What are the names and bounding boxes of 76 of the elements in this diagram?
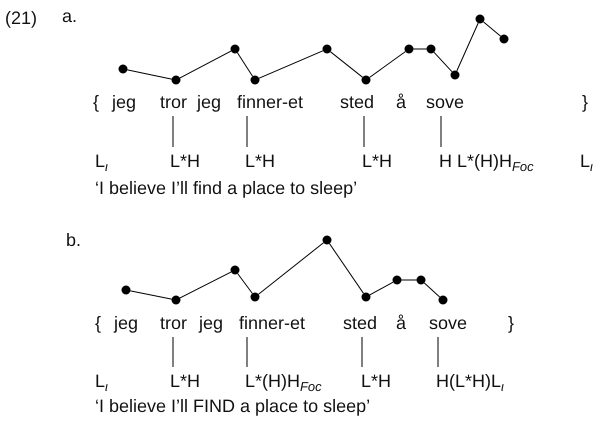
pitch-contour-line — [413, 48, 427, 50]
word: sted — [343, 313, 378, 333]
sub-example-letter: b. — [66, 230, 82, 250]
association-line — [246, 116, 248, 148]
sub-example-letter: a. — [62, 6, 78, 26]
association-line — [440, 116, 442, 148]
tone-label: L*H — [361, 371, 392, 391]
word: tror — [160, 313, 187, 333]
pitch-contour-line — [369, 282, 394, 296]
pitch-point — [250, 76, 260, 84]
pitch-point — [450, 70, 460, 80]
word: å — [396, 313, 406, 333]
brace: } — [582, 92, 588, 112]
pitch-point — [122, 286, 130, 294]
word: sove — [429, 313, 468, 333]
gloss: ‘I believe I’ll find a place to sleep’ — [95, 178, 358, 198]
pitch-contour-line — [329, 243, 364, 294]
pitch-point — [426, 44, 436, 54]
pitch-contour-line — [456, 22, 479, 72]
tone-label: L*(H)H$_{Foc}$ — [245, 371, 322, 391]
word: tror — [160, 92, 187, 112]
association-line — [172, 336, 174, 368]
pitch-point — [172, 296, 180, 304]
pitch-point — [362, 76, 370, 84]
tone-label: L*H — [362, 151, 392, 171]
pitch-point — [500, 34, 508, 44]
pitch-contour-line — [258, 50, 324, 79]
pitch-contour-line — [180, 272, 232, 298]
pitch-contour-line — [126, 69, 172, 80]
pitch-contour-line — [236, 52, 254, 77]
word: jeg — [112, 92, 136, 112]
word: jeg — [199, 313, 224, 333]
brace: { — [95, 313, 102, 333]
tone-label: L*H — [170, 151, 200, 171]
word: å — [396, 92, 406, 112]
brace: { — [93, 92, 100, 112]
tone-label: L*H — [245, 151, 276, 171]
pitch-contour-line — [130, 290, 172, 300]
pitch-point — [118, 64, 128, 74]
tone-label: H(L*H)L$_{ι}$ — [436, 371, 504, 391]
pitch-point — [230, 266, 240, 274]
word: finner-et — [239, 313, 306, 333]
pitch-point — [392, 276, 402, 284]
word: jeg — [197, 92, 222, 112]
word: sove — [426, 92, 464, 112]
pitch-contour-line — [258, 242, 324, 295]
pitch-point — [250, 292, 260, 302]
pitch-point — [438, 296, 448, 304]
pitch-point — [322, 236, 332, 244]
pitch-point — [476, 14, 484, 24]
pitch-point — [362, 292, 370, 302]
pitch-contour-line — [424, 282, 440, 298]
pitch-contour-line — [179, 50, 232, 78]
association-line — [246, 336, 248, 368]
example-number: (21) — [5, 8, 38, 28]
pitch-contour-line — [369, 51, 406, 78]
pitch-contour-line — [330, 51, 363, 78]
pitch-point — [404, 44, 414, 54]
pitch-contour-line — [237, 273, 253, 294]
pitch-point — [230, 44, 240, 54]
tone-label: L*H — [170, 371, 200, 391]
pitch-contour-line — [482, 21, 502, 37]
pitch-point — [172, 76, 180, 84]
tone-label: L$_{ι}$ — [95, 151, 108, 171]
pitch-contour-line — [434, 52, 452, 72]
gloss: ‘I believe I’ll FIND a place to sleep’ — [95, 396, 370, 416]
association-line — [172, 116, 174, 148]
word: finner-et — [237, 92, 304, 112]
tone-label: H L*(H)H$_{Foc}$ — [439, 151, 534, 171]
pitch-point — [416, 276, 426, 284]
word: sted — [340, 92, 374, 112]
word: jeg — [114, 313, 138, 333]
tone-label: L$_{ι}$ — [95, 371, 108, 391]
tone-label: L$_{ι}$ — [580, 151, 593, 171]
pitch-point — [322, 44, 332, 54]
brace: } — [508, 313, 514, 333]
